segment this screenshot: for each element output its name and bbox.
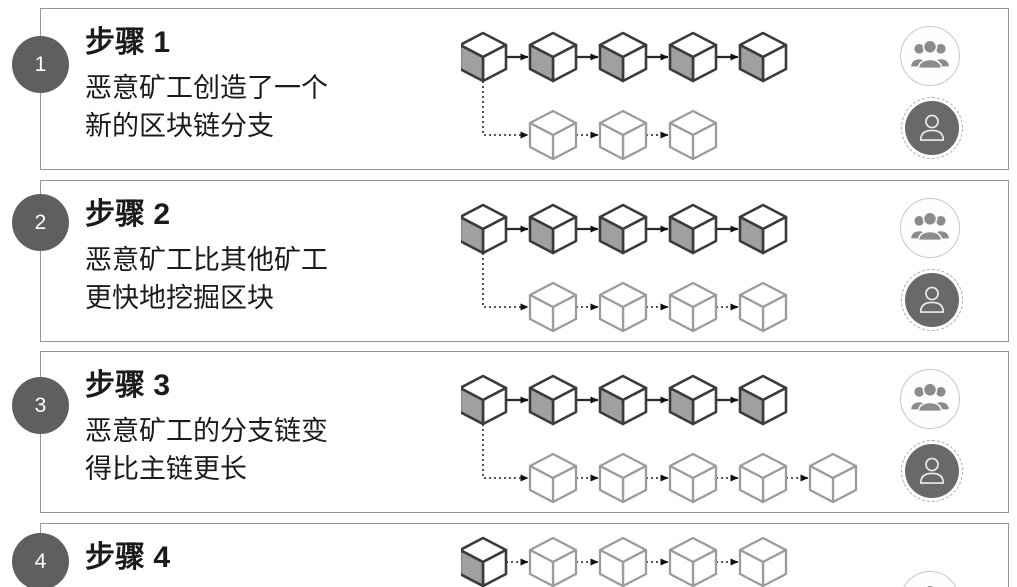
group-glyph	[911, 211, 949, 242]
dashed-ring	[901, 97, 963, 159]
step-4-panel: 4 步骤 4	[12, 523, 1009, 587]
step-number: 2	[34, 210, 47, 234]
step-3-panel: 3 步骤 3 恶意矿工的分支链变 得比主链更长	[12, 351, 1009, 513]
group-glyph	[924, 584, 936, 587]
person-glyph	[919, 114, 945, 141]
dashed-ring	[901, 269, 963, 331]
blockchain-diagram	[461, 374, 858, 504]
attacker-circle	[905, 444, 959, 498]
step-text: 步骤 1 恶意矿工创造了一个 新的区块链分支	[85, 23, 455, 145]
step-number: 3	[34, 393, 47, 417]
step-text: 步骤 2 恶意矿工比其他矿工 更快地挖掘区块	[85, 195, 455, 317]
miners-group-icon	[900, 369, 960, 429]
step-title: 步骤 1	[85, 26, 171, 59]
malicious-miner-icon	[901, 269, 963, 331]
step-number-badge: 2	[12, 194, 69, 251]
step-description-line: 恶意矿工比其他矿工	[85, 245, 328, 275]
step-number-badge: 4	[12, 533, 69, 587]
step-number: 1	[34, 52, 47, 76]
group-glyph	[911, 382, 949, 413]
miners-group-icon	[900, 26, 960, 86]
group-glyph	[911, 39, 949, 70]
malicious-miner-icon	[901, 97, 963, 159]
step-description-line: 更快地挖掘区块	[85, 283, 274, 313]
step-description-line: 恶意矿工创造了一个	[85, 73, 328, 103]
step-description-line: 得比主链更长	[85, 454, 247, 484]
attacker-circle	[905, 273, 959, 327]
person-glyph	[919, 457, 945, 484]
step-title: 步骤 4	[85, 541, 171, 574]
attacker-circle	[905, 101, 959, 155]
miners-group-icon	[900, 198, 960, 258]
step-text: 步骤 4	[85, 538, 455, 578]
step-title: 步骤 2	[85, 198, 171, 231]
dashed-ring	[901, 440, 963, 502]
step-1-panel: 1 步骤 1 恶意矿工创造了一个 新的区块链分支	[12, 8, 1009, 170]
step-number-badge: 1	[12, 36, 69, 93]
step-2-panel: 2 步骤 2 恶意矿工比其他矿工 更快地挖掘区块	[12, 180, 1009, 342]
step-description-line: 新的区块链分支	[85, 111, 274, 141]
malicious-miner-icon	[901, 440, 963, 502]
step-text: 步骤 3 恶意矿工的分支链变 得比主链更长	[85, 366, 455, 488]
step-number: 4	[34, 549, 47, 573]
step-number-badge: 3	[12, 377, 69, 434]
step-title: 步骤 3	[85, 369, 171, 402]
blockchain-diagram	[461, 203, 788, 333]
person-glyph	[919, 286, 945, 313]
blockchain-diagram	[461, 536, 788, 587]
step-description-line: 恶意矿工的分支链变	[85, 416, 328, 446]
miners-group-icon	[900, 571, 960, 587]
blockchain-diagram	[461, 31, 788, 161]
